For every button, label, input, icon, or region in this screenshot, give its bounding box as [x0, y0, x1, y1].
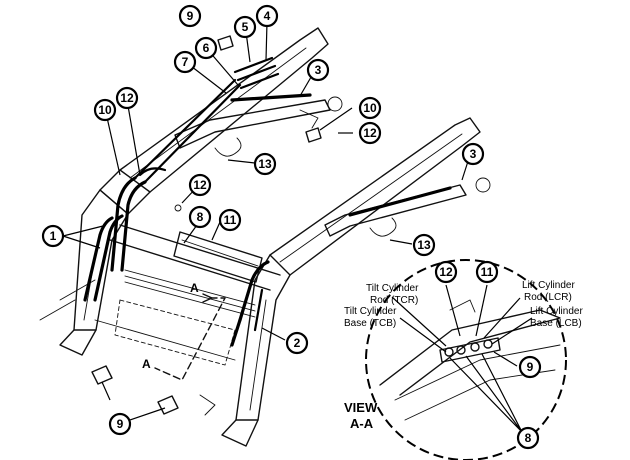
view-subtitle: A-A [350, 416, 374, 431]
label-lift-base-1: Lift Cylinder [530, 306, 583, 317]
hydraulic-hoses [83, 56, 452, 347]
callout-6: 6 [194, 36, 218, 60]
svg-text:1: 1 [50, 229, 57, 243]
section-mark-a-top: A [190, 281, 199, 295]
label-tilt-base-1: Tilt Cylinder [344, 306, 397, 317]
callout-4: 4 [255, 4, 279, 28]
svg-text:11: 11 [481, 265, 494, 279]
callout-12-detail: 12 [434, 260, 458, 284]
label-tilt-base-2: Base (TCB) [344, 318, 396, 329]
callout-11-detail: 11 [475, 260, 499, 284]
callout-8-main: 8 [188, 205, 212, 229]
svg-text:9: 9 [527, 360, 534, 374]
callout-2: 2 [285, 331, 309, 355]
callout-13-top: 13 [253, 152, 277, 176]
svg-text:12: 12 [363, 126, 377, 140]
svg-text:13: 13 [258, 157, 272, 171]
svg-text:2: 2 [294, 336, 301, 350]
svg-text:12: 12 [439, 265, 453, 279]
label-tilt-rod-2: Rod (TCR) [370, 295, 418, 306]
callout-12-middle: 12 [188, 173, 212, 197]
svg-text:8: 8 [197, 210, 204, 224]
callout-3-right: 3 [461, 142, 485, 166]
loader-frame [39, 27, 491, 447]
callout-12-right: 12 [358, 121, 382, 145]
svg-text:12: 12 [120, 91, 134, 105]
callout-12-top: 12 [115, 86, 139, 110]
callout-11-main: 11 [218, 208, 242, 232]
callout-3-top: 3 [306, 58, 330, 82]
label-lift-rod-2: Rod (LCR) [524, 292, 572, 303]
callout-8-detail: 8 [516, 426, 540, 450]
detail-view-a-a: Tilt Cylinder Rod (TCR) Tilt Cylinder Ba… [344, 259, 583, 460]
svg-text:9: 9 [117, 417, 124, 431]
callout-9-bottom: 9 [108, 412, 132, 436]
svg-text:4: 4 [264, 9, 271, 23]
callout-9-detail: 9 [518, 355, 542, 379]
svg-text:9: 9 [187, 9, 194, 23]
callout-5: 5 [233, 15, 257, 39]
section-mark-a-bottom: A [142, 357, 151, 371]
svg-text:10: 10 [363, 101, 377, 115]
callout-13-right: 13 [412, 233, 436, 257]
detail-circle [365, 259, 567, 460]
callout-7: 7 [173, 50, 197, 74]
svg-text:8: 8 [525, 431, 532, 445]
label-lift-rod-1: Lift Cylinder [522, 280, 575, 291]
svg-text:12: 12 [193, 178, 207, 192]
callout-1: 1 [41, 224, 65, 248]
svg-text:3: 3 [315, 63, 322, 77]
label-lift-base-2: Base (LCB) [530, 318, 582, 329]
svg-text:13: 13 [417, 238, 431, 252]
svg-text:7: 7 [182, 55, 189, 69]
label-tilt-rod-1: Tilt Cylinder [366, 283, 419, 294]
svg-text:10: 10 [98, 103, 112, 117]
callout-10-left: 10 [93, 98, 117, 122]
svg-text:11: 11 [224, 213, 237, 227]
svg-text:3: 3 [470, 147, 477, 161]
view-title: VIEW [344, 400, 378, 415]
section-line-a: A A [142, 281, 226, 381]
callout-9-top: 9 [178, 4, 202, 28]
svg-text:6: 6 [203, 41, 210, 55]
callout-10-right: 10 [358, 96, 382, 120]
svg-text:5: 5 [242, 20, 249, 34]
